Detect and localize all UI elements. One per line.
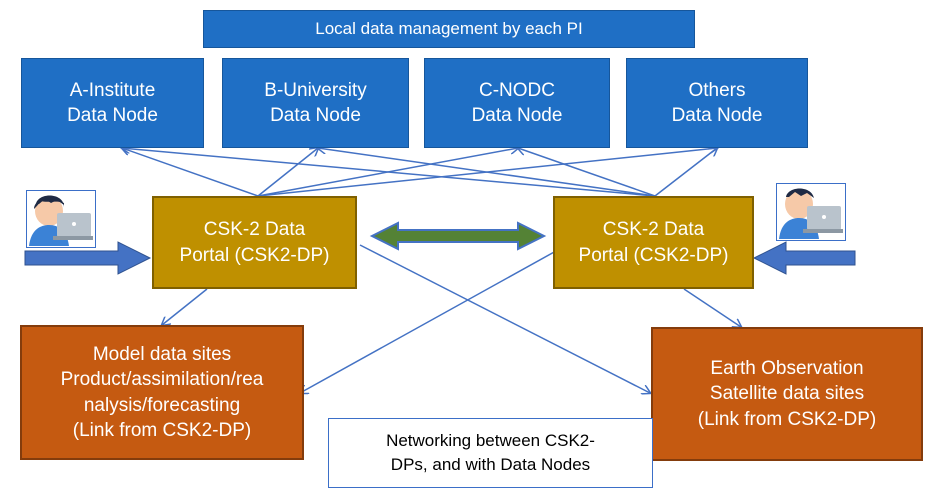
portal-sublabel: Portal (CSK2-DP) <box>578 244 729 266</box>
earth-observation-satellite-sites: Earth Observation Satellite data sites (… <box>651 327 923 461</box>
link-dp2-node-c <box>518 148 656 197</box>
model-sites-link-note: (Link from CSK2-DP) <box>72 419 252 441</box>
user-at-laptop-icon <box>776 183 846 241</box>
link-dp2-node-a <box>122 148 656 197</box>
data-node-c-nodc: C-NODC Data Node <box>424 58 610 148</box>
note-line-2: DPs, and with Data Nodes <box>390 455 591 474</box>
portal-label: CSK-2 Data <box>602 219 705 241</box>
portal-label: CSK-2 Data <box>203 219 306 241</box>
local-data-management-banner: Local data management by each PI <box>203 10 695 48</box>
node-sublabel: Data Node <box>270 105 361 126</box>
portal-bridge-arrow <box>369 221 547 251</box>
node-label: A-Institute <box>69 79 156 101</box>
eo-sites-desc: Satellite data sites <box>709 383 865 405</box>
model-sites-desc-2: nalysis/forecasting <box>83 394 241 416</box>
user-arrow-right <box>752 241 856 275</box>
link-dp1-eo-sites <box>359 244 650 393</box>
link-dp1-node-b <box>257 148 318 197</box>
model-sites-title: Model data sites <box>92 344 232 366</box>
networking-note: Networking between CSK2- DPs, and with D… <box>328 418 653 488</box>
eo-sites-link-note: (Link from CSK2-DP) <box>697 408 877 430</box>
link-dp2-node-others <box>654 148 717 197</box>
model-data-sites: Model data sites Product/assimilation/re… <box>20 325 304 460</box>
link-dp1-node-a <box>122 148 259 197</box>
node-sublabel: Data Node <box>67 105 158 126</box>
node-sublabel: Data Node <box>471 105 563 126</box>
link-dp2-eo-sites <box>683 288 741 327</box>
node-label: C-NODC <box>479 79 555 101</box>
user-at-laptop-icon <box>26 190 96 248</box>
eo-sites-title: Earth Observation <box>710 358 864 380</box>
banner-text: Local data management by each PI <box>315 18 583 38</box>
link-dp2-model-sites <box>300 245 566 393</box>
node-label: Others <box>688 79 746 101</box>
link-dp1-model-sites <box>162 288 208 325</box>
node-sublabel: Data Node <box>671 105 763 126</box>
link-dp2-node-b <box>318 148 656 197</box>
node-label: B-University <box>264 79 367 101</box>
portal-sublabel: Portal (CSK2-DP) <box>179 244 330 266</box>
user-arrow-left <box>24 241 152 275</box>
model-sites-desc-1: Product/assimilation/rea <box>60 369 264 391</box>
note-line-1: Networking between CSK2- <box>386 431 595 451</box>
